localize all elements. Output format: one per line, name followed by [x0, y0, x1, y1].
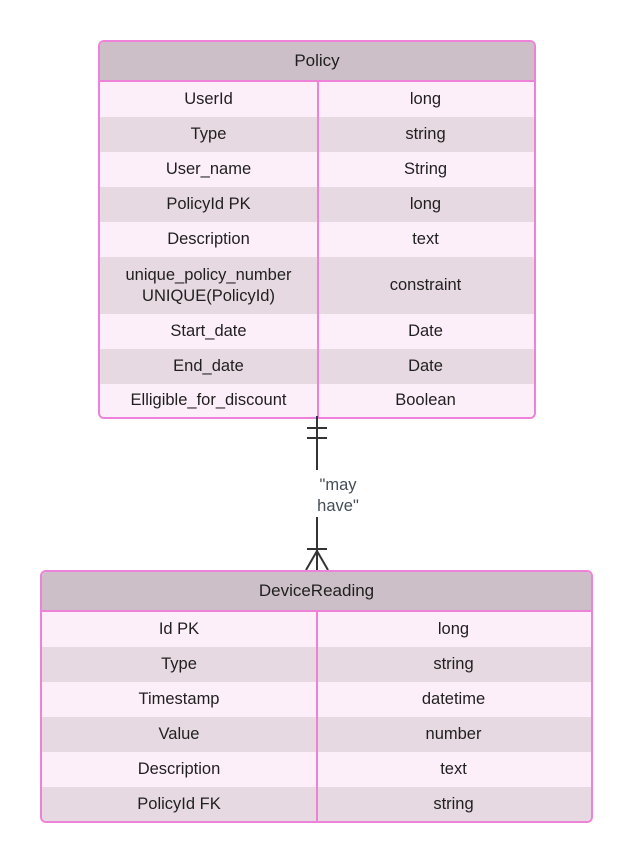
attribute-type: String	[403, 160, 448, 178]
attribute-type: Boolean	[395, 391, 456, 409]
entity-attributes: UserId long Type string User_name String…	[100, 82, 534, 417]
attribute-name: PolicyId PK	[166, 195, 251, 213]
attribute-name: unique_policy_number UNIQUE(PolicyId)	[125, 265, 292, 305]
attribute-type: constraint	[389, 276, 462, 294]
attribute-name: Timestamp	[138, 690, 220, 708]
attribute-row: Value number	[42, 717, 591, 752]
attribute-type: long	[409, 90, 442, 108]
attribute-type: string	[433, 655, 474, 673]
attribute-type: number	[425, 725, 482, 743]
entity-title: Policy	[100, 42, 534, 82]
attribute-name: Start_date	[170, 322, 247, 340]
attribute-name: Value	[158, 725, 200, 743]
attribute-row: PolicyId FK string	[42, 787, 591, 821]
attribute-name: Description	[167, 230, 250, 248]
attribute-type: long	[409, 195, 442, 213]
attribute-row: Type string	[42, 647, 591, 682]
entity-device-reading: DeviceReading Id PK long Type string Tim…	[40, 570, 593, 823]
attribute-row: Timestamp datetime	[42, 682, 591, 717]
attribute-type: string	[405, 125, 446, 143]
entity-policy: Policy UserId long Type string User_name…	[98, 40, 536, 419]
attribute-name: End_date	[173, 357, 244, 375]
crowfoot-right	[316, 550, 329, 571]
entity-attributes: Id PK long Type string Timestamp datetim…	[42, 612, 591, 821]
attribute-name: Elligible_for_discount	[130, 391, 287, 409]
attribute-type: long	[437, 620, 470, 638]
attribute-name: PolicyId FK	[137, 794, 221, 813]
attribute-name: Description	[137, 760, 221, 778]
attribute-type: text	[412, 230, 439, 248]
attribute-row: Id PK long	[42, 612, 591, 647]
attribute-type: string	[433, 794, 474, 813]
attribute-name: UserId	[184, 90, 233, 108]
attribute-name: Type	[190, 125, 227, 143]
attribute-name: User_name	[165, 160, 252, 178]
attribute-name: Id PK	[158, 620, 200, 638]
entity-title: DeviceReading	[42, 572, 591, 612]
relationship-label: "may have"	[317, 476, 359, 515]
attribute-type: text	[440, 760, 467, 778]
crowfoot-left	[305, 550, 318, 571]
attribute-type: datetime	[421, 690, 486, 708]
attribute-type: Date	[408, 357, 443, 375]
attribute-row: Description text	[42, 752, 591, 787]
attribute-type: Date	[408, 322, 443, 340]
attribute-name: Type	[161, 655, 197, 673]
